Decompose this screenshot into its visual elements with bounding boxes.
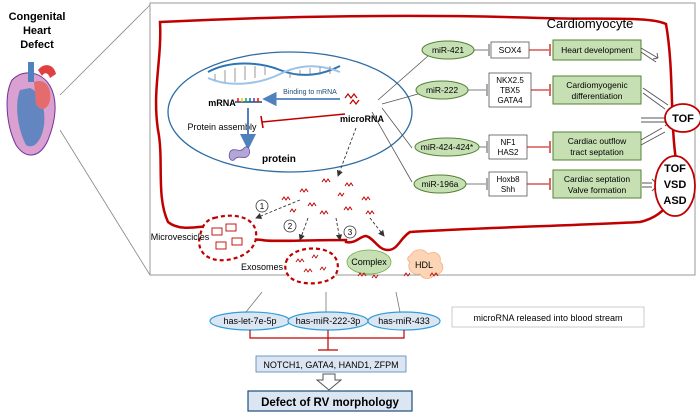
connector-top xyxy=(59,4,151,96)
heart-illustration xyxy=(6,62,56,156)
blood-mirna-3-label: has-miR-433 xyxy=(378,316,430,326)
pathway-number-1-circle xyxy=(255,199,269,213)
pathway-arrow-3 xyxy=(335,217,343,241)
inhibition-bracket xyxy=(249,330,405,351)
cell-title: Cardiomyocyte xyxy=(547,16,634,31)
binding-label: Binding to mRNA xyxy=(283,89,337,96)
outcome-box xyxy=(552,169,642,199)
microrna-label: microRNA xyxy=(340,114,385,124)
pathway-arrow-1 xyxy=(255,199,301,219)
mrna-strand-icon xyxy=(235,98,262,103)
mirna-row-424: miR-424-424* NF1 HAS2 Cardiac outflow tr… xyxy=(414,131,642,161)
left-title-line-1: Congenital xyxy=(9,11,66,23)
genes-label: NOTCH1, GATA4, HAND1, ZFPM xyxy=(263,360,398,370)
complex-label: Complex xyxy=(351,257,387,267)
target-gene: SOX4 xyxy=(499,45,522,55)
outcome-text: tract septation xyxy=(570,147,624,157)
microrna-icon xyxy=(344,93,360,105)
release-arrow-main xyxy=(336,127,357,177)
exosomes-label: Exosomes xyxy=(241,262,284,272)
pathway-arrow-2 xyxy=(298,217,309,241)
blood-link-1 xyxy=(245,291,263,313)
mirna-row-421: miR-421 SOX4 Heart development xyxy=(421,39,642,61)
target-gene: Shh xyxy=(501,185,515,194)
outcome-box xyxy=(552,39,642,61)
outcome-box xyxy=(552,131,642,161)
outcome-text: Valve formation xyxy=(568,185,627,195)
down-arrow-icon xyxy=(315,373,343,391)
link-mir196 xyxy=(371,111,413,183)
disease-multi xyxy=(654,155,696,217)
target-box xyxy=(488,72,532,108)
left-title-line-3: Defect xyxy=(20,39,54,51)
mirna-name: miR-424-424* xyxy=(421,142,474,152)
pathway-number-3: 3 xyxy=(348,228,353,237)
exosome-contents xyxy=(295,254,327,273)
pathway-number-2-circle xyxy=(283,219,297,233)
cell-membrane xyxy=(154,14,679,252)
left-title-line-2: Heart xyxy=(23,25,51,37)
pathway-number-2: 2 xyxy=(288,222,293,231)
target-gene: Hoxb8 xyxy=(496,175,520,184)
protein-icon xyxy=(228,146,251,161)
disease-multi-label: VSD xyxy=(664,179,687,191)
mirna-row-222: miR-222 NKX2.5 TBX5 GATA4 Cardiomyogenic… xyxy=(415,72,642,108)
outcome-text: Heart development xyxy=(561,45,633,55)
defect-label: Defect of RV morphology xyxy=(261,397,399,409)
exosome-body xyxy=(284,247,339,285)
outcome-box xyxy=(552,75,642,105)
pathway-arrow-4 xyxy=(369,217,385,237)
microvesicle-body xyxy=(198,214,258,262)
genes-box xyxy=(255,355,407,373)
outcome-text: Cardiac septation xyxy=(564,174,630,184)
outcome-text: Cardiomyogenic xyxy=(566,80,628,90)
target-gene: NF1 xyxy=(500,138,516,147)
target-gene: GATA4 xyxy=(497,96,523,105)
defect-box xyxy=(247,390,413,412)
disease-tof xyxy=(664,103,700,133)
disease-tof-label: TOF xyxy=(672,113,694,125)
hdl-label: HDL xyxy=(415,260,433,270)
mirna-name: miR-421 xyxy=(432,45,464,55)
protein-assembly-label: Protein assembly xyxy=(187,122,257,132)
protein-label: protein xyxy=(262,154,296,165)
link-mir222 xyxy=(381,93,419,105)
target-gene: TBX5 xyxy=(500,86,521,95)
connector-bottom xyxy=(59,129,151,276)
blood-note-box xyxy=(451,306,645,328)
target-box xyxy=(488,171,528,197)
outcome-text: differentiation xyxy=(572,91,623,101)
blood-mirna-2-label: has-miR-222-3p xyxy=(296,316,361,326)
complex-micrornas xyxy=(357,272,379,279)
target-gene: HAS2 xyxy=(498,148,519,157)
target-gene: NKX2.5 xyxy=(496,76,524,85)
inhibition-bar xyxy=(260,115,264,129)
disease-multi-label: TOF xyxy=(664,163,686,175)
blood-link-3 xyxy=(395,291,401,313)
link-mir421 xyxy=(377,55,429,101)
mirna-name: miR-222 xyxy=(426,85,458,95)
outcome-text: Cardiac outflow xyxy=(568,136,627,146)
hdl-micrornas xyxy=(403,272,439,277)
dna-strand xyxy=(207,62,341,85)
microvesicles-label-text: Microvescicles xyxy=(151,232,210,242)
target-box xyxy=(488,134,528,160)
disease-multi-label: ASD xyxy=(663,195,686,207)
pathway-number-3-circle xyxy=(343,225,357,239)
link-mir424 xyxy=(381,107,413,149)
microvesicle-contents xyxy=(211,223,243,250)
complex-shape xyxy=(346,249,392,275)
scattered-micrornas xyxy=(281,178,375,215)
mirna-name: miR-196a xyxy=(422,179,459,189)
hdl-shape xyxy=(407,249,444,279)
pathway-number-1: 1 xyxy=(260,202,265,211)
mirna-row-196a: miR-196a Hoxb8 Shh Cardiac septation Val… xyxy=(413,169,642,199)
inhibition-line xyxy=(261,113,346,123)
mrna-label: mRNA xyxy=(208,98,236,108)
blood-note: microRNA released into blood stream xyxy=(473,313,622,323)
blood-mirna-1-label: has-let-7e-5p xyxy=(223,316,276,326)
nucleus xyxy=(167,51,413,173)
